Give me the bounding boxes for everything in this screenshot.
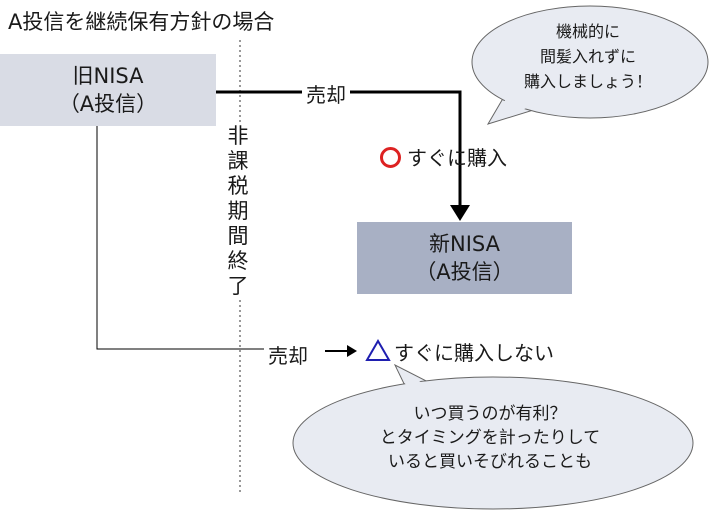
bubble-bottom-line1: いつ買うのが有利？ (413, 404, 567, 424)
old-nisa-box: 旧NISA （A投信） (0, 54, 216, 126)
bubble-bottom-text: いつ買うのが有利？ とタイミングを計ったりして いると買いそびれることも (300, 402, 680, 474)
bubble-bottom-line2: とタイミングを計ったりして (379, 428, 601, 448)
buy-not-immediately-text: すぐに購入しない (394, 341, 554, 365)
old-nisa-label: 旧NISA (72, 64, 144, 88)
right-arrowhead (347, 345, 357, 357)
arrow-text: → (328, 340, 329, 341)
circle-icon (380, 147, 401, 168)
new-nisa-label: 新NISA (429, 232, 500, 256)
speech-bubble-bottom (292, 363, 694, 510)
triangle-mark (365, 339, 391, 361)
page-title: A投信を継続保有方針の場合 (8, 10, 275, 34)
old-nisa-fund: （A投信） (58, 92, 158, 116)
sell-flow-line (216, 90, 462, 208)
bubble-bottom-line3: いると買いそびれることも (388, 452, 592, 472)
speech-bubble-top (471, 5, 709, 125)
sell-label-bottom: 売却 (264, 340, 312, 369)
bubble-top-text: 機械的に 間髪入れずに 購入しましょう！ (488, 19, 688, 94)
new-nisa-fund: （A投信） (415, 260, 514, 284)
sell-label-top: 売却 (302, 79, 350, 108)
buy-immediately-text: すぐに購入 (407, 146, 507, 170)
new-nisa-box: 新NISA （A投信） (357, 222, 572, 294)
down-arrowhead (450, 205, 470, 221)
buy-immediately-label: すぐに購入 (380, 142, 507, 171)
buy-not-immediately-label: すぐに購入しない (362, 337, 554, 366)
bubble-top-line2: 間髪入れずに (539, 47, 636, 66)
hold-flow-line (96, 126, 264, 350)
period-end-vertical: 非課税期間終了 (218, 124, 258, 299)
bubble-top-line1: 機械的に (555, 22, 620, 41)
bubble-top-line3: 購入しましょう！ (523, 72, 652, 91)
